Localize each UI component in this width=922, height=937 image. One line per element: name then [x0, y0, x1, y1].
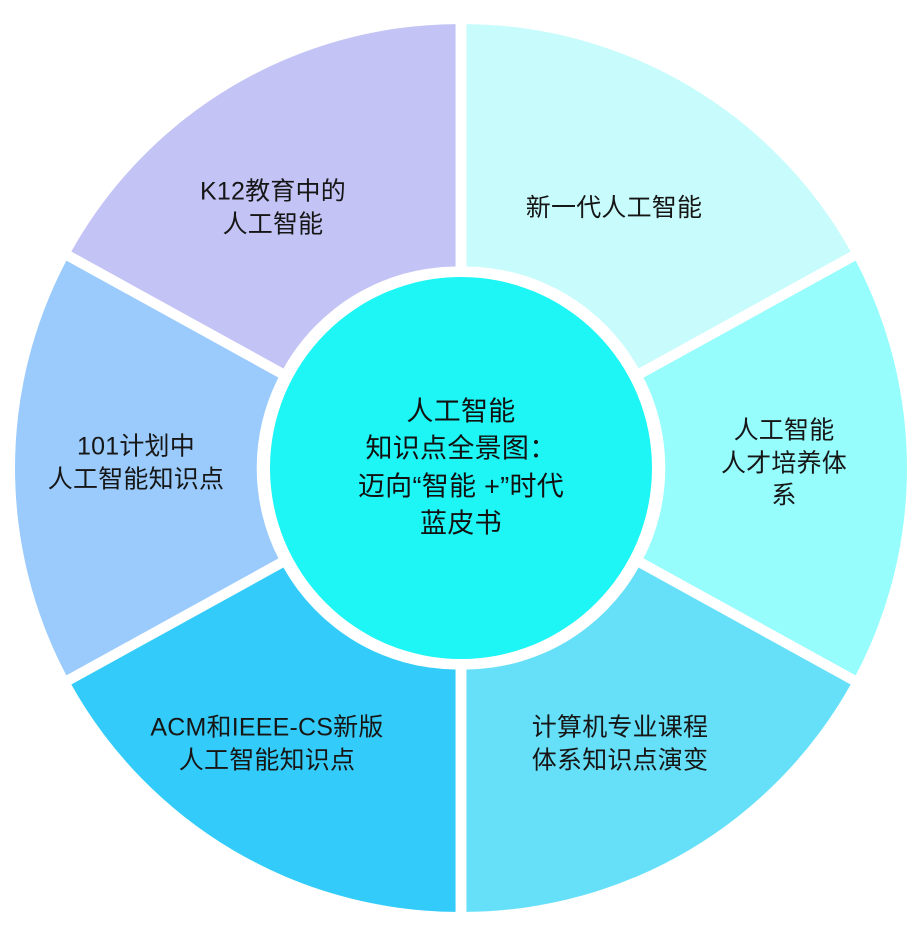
segment-k12[interactable] — [71, 24, 456, 369]
segment-rencai-peiyang[interactable] — [643, 260, 907, 676]
segment-acm-ieee-cs[interactable] — [71, 567, 456, 912]
segment-plan-101[interactable] — [15, 260, 279, 676]
center-circle — [270, 277, 652, 659]
segment-jisuanji-kecheng[interactable] — [466, 567, 851, 912]
center-title: 人工智能 知识点全景图： 迈向“智能 +”时代 蓝皮书 — [357, 396, 565, 539]
segment-xin-yi-dai[interactable] — [466, 24, 851, 369]
donut-segments — [15, 24, 907, 912]
